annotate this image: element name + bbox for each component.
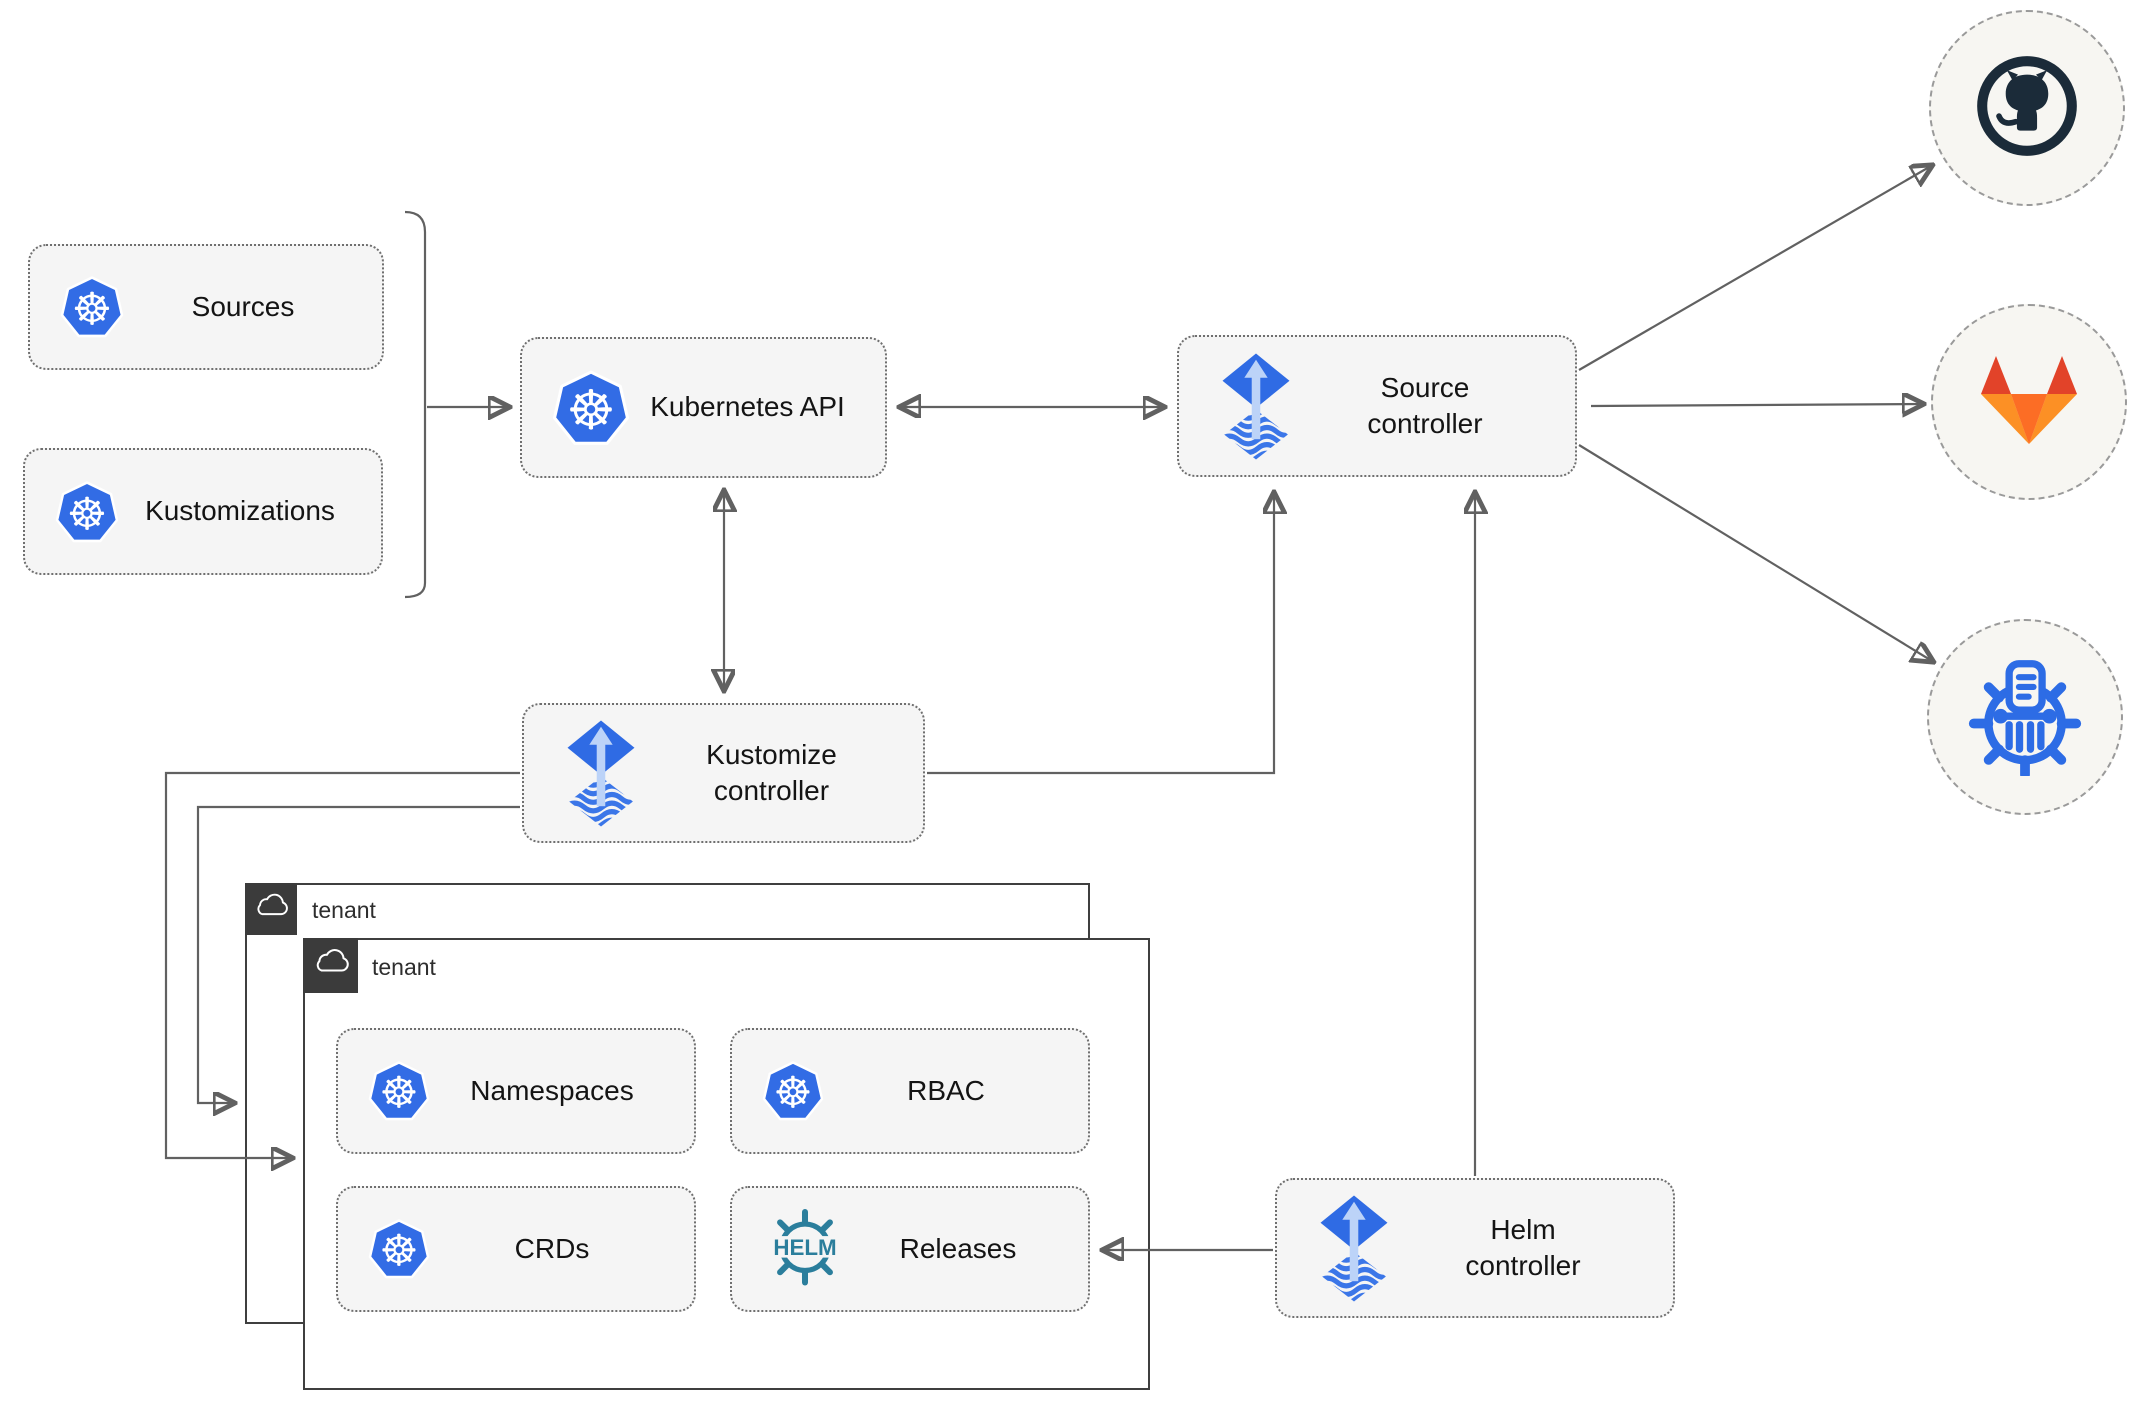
rbac-label: RBAC xyxy=(907,1074,985,1106)
crds-box: CRDs xyxy=(336,1186,696,1312)
kubernetes-icon xyxy=(368,1218,430,1280)
cloud-icon xyxy=(311,943,351,988)
tenant-back-tab xyxy=(245,883,297,935)
kubernetes-api-label: Kubernetes API xyxy=(650,391,845,423)
tenant-front-label: tenant xyxy=(372,954,436,980)
flux-icon xyxy=(562,719,640,828)
sources-label: Sources xyxy=(191,290,295,322)
flux-icon xyxy=(1315,1194,1393,1303)
kubernetes-icon xyxy=(368,1060,430,1122)
edge-source-to-github xyxy=(1578,166,1931,371)
edge-source-to-chartmuseum xyxy=(1578,444,1932,661)
helm-controller-box: Helm controller xyxy=(1275,1178,1675,1318)
rbac-box: RBAC xyxy=(730,1028,1090,1154)
source-controller-box: Source controller xyxy=(1177,335,1577,477)
namespaces-box: Namespaces xyxy=(336,1028,696,1154)
chartmuseum-circle xyxy=(1927,619,2123,815)
kubernetes-api-box: Kubernetes API xyxy=(520,337,887,478)
source-controller-label: Source controller xyxy=(1367,371,1483,439)
edge-source-to-gitlab xyxy=(1590,404,1922,406)
edge-group-bracket xyxy=(404,210,427,599)
gitlab-circle xyxy=(1931,304,2127,500)
tenant-back-label: tenant xyxy=(312,897,376,923)
crds-label: CRDs xyxy=(514,1232,590,1264)
kustomizations-box: Kustomizations xyxy=(23,448,383,575)
kustomize-controller-label: Kustomize controller xyxy=(706,738,837,806)
kustomize-controller-box: Kustomize controller xyxy=(522,703,925,843)
kubernetes-icon xyxy=(55,480,119,544)
github-circle xyxy=(1929,10,2125,206)
helm-controller-label: Helm controller xyxy=(1465,1213,1581,1281)
cloud-icon xyxy=(252,888,290,931)
kustomizations-label: Kustomizations xyxy=(145,495,335,527)
tenant-front-box xyxy=(303,938,1150,1390)
flux-icon xyxy=(1217,352,1295,461)
releases-label: Releases xyxy=(899,1232,1017,1264)
edge-kustomize-to-source-controller xyxy=(927,494,1274,775)
gitlab-icon xyxy=(1977,352,2081,453)
kubernetes-icon xyxy=(552,369,630,447)
sources-box: Sources xyxy=(28,244,384,370)
chartmuseum-icon xyxy=(1964,654,2086,781)
kubernetes-icon xyxy=(762,1060,824,1122)
svg-text:HELM: HELM xyxy=(773,1235,836,1260)
github-icon xyxy=(1971,50,2083,167)
kubernetes-icon xyxy=(60,275,124,339)
namespaces-label: Namespaces xyxy=(470,1074,634,1106)
helm-wheel-icon: HELM xyxy=(762,1206,848,1292)
releases-box: HELM Releases xyxy=(730,1186,1090,1312)
tenant-front-tab xyxy=(303,938,358,993)
